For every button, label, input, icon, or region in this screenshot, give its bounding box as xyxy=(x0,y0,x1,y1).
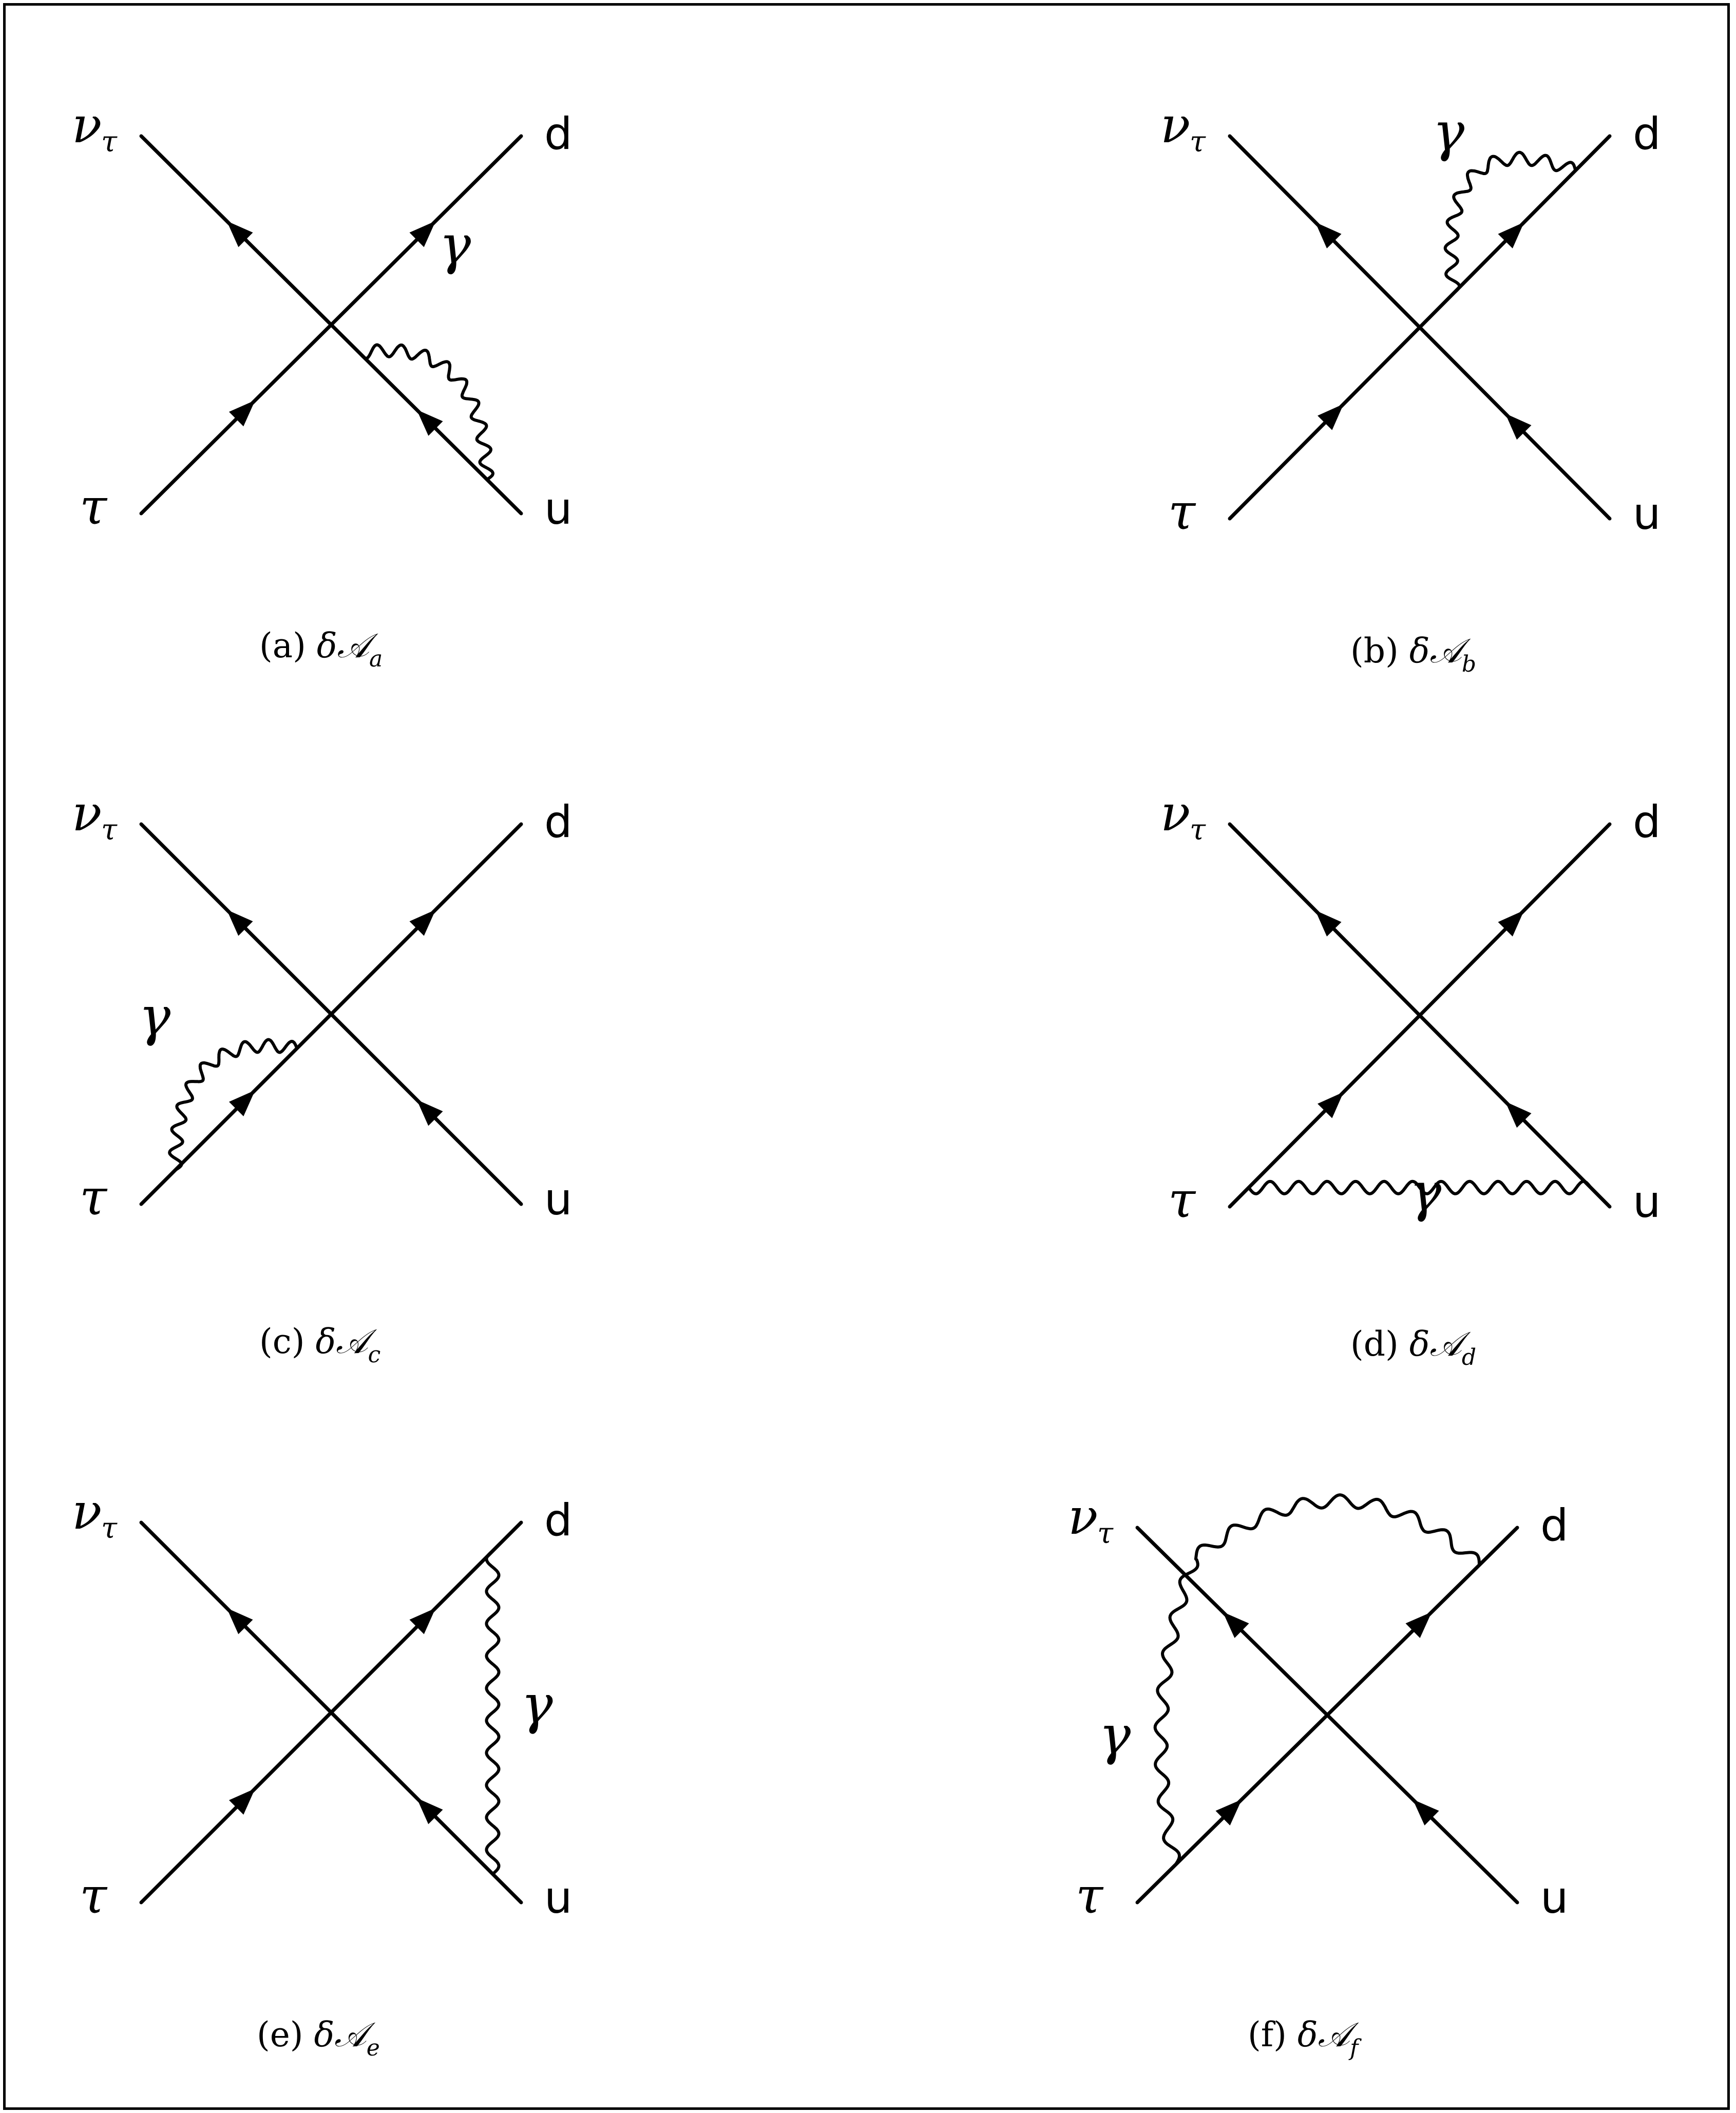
fermion-arrow xyxy=(226,221,253,248)
d-quark-label: d xyxy=(1633,796,1661,848)
fermion-arrow xyxy=(1315,910,1342,937)
d-quark-label: d xyxy=(1633,108,1661,160)
u-quark-label: u xyxy=(1633,1176,1661,1228)
figure-frame xyxy=(3,3,1730,2110)
fermion-arrow xyxy=(1317,1092,1344,1118)
photon-line xyxy=(358,343,494,481)
fermion-arrow xyxy=(228,1090,255,1117)
gamma-label: γ xyxy=(521,1673,554,1736)
caption-a: (a) δ𝒜a xyxy=(259,626,383,672)
fermion-arrow xyxy=(1223,1612,1249,1638)
gamma-label: γ xyxy=(139,985,171,1048)
tau-label: τ xyxy=(1168,483,1196,541)
nu-tau-subscript: τ xyxy=(101,125,118,159)
fermion-arrow xyxy=(228,1788,255,1815)
d-quark-label: d xyxy=(544,796,573,848)
d-quark-label: d xyxy=(544,1495,573,1546)
caption-e: (e) δ𝒜e xyxy=(257,2015,380,2061)
nu-tau-subscript: τ xyxy=(1097,1517,1114,1550)
fermion-arrow xyxy=(409,909,436,936)
tau-label: τ xyxy=(80,1867,108,1925)
nu-to-u-line xyxy=(1228,822,1612,1209)
caption-d: (d) δ𝒜d xyxy=(1350,1324,1476,1370)
fermion-arrow xyxy=(1215,1799,1242,1825)
u-quark-label: u xyxy=(1540,1872,1569,1924)
fermion-arrow xyxy=(1315,222,1342,249)
u-quark-label: u xyxy=(544,1872,573,1924)
u-quark-label: u xyxy=(544,483,573,535)
fermion-arrow xyxy=(1413,1799,1439,1825)
fermion-arrow xyxy=(1498,222,1524,249)
nu-to-u-line xyxy=(139,134,523,516)
fermion-arrow xyxy=(1317,404,1344,430)
fermion-arrow xyxy=(416,1798,443,1824)
photon-line xyxy=(1153,1493,1481,1866)
nu-tau-subscript: τ xyxy=(1190,813,1206,847)
caption-c: (c) δ𝒜c xyxy=(259,1322,380,1368)
caption-f: (f) δ𝒜f xyxy=(1248,2015,1362,2061)
gamma-label: γ xyxy=(1409,1161,1442,1224)
fermion-arrow xyxy=(416,1099,443,1126)
gamma-label: γ xyxy=(1433,101,1465,163)
fermion-arrow xyxy=(409,221,436,248)
fermion-arrow xyxy=(1498,910,1524,937)
tau-label: τ xyxy=(80,1169,108,1226)
nu-tau-subscript: τ xyxy=(101,1512,118,1545)
fermion-arrow xyxy=(226,1608,253,1634)
tau-label: τ xyxy=(1168,1171,1196,1229)
tau-label: τ xyxy=(80,478,108,536)
nu-tau-subscript: τ xyxy=(101,813,118,847)
nu-tau-label: ν xyxy=(72,97,102,154)
gamma-label: γ xyxy=(439,214,471,276)
nu-to-u-line xyxy=(139,1520,523,1905)
tau-label: τ xyxy=(1076,1867,1104,1925)
nu-to-u-line xyxy=(1135,1526,1519,1905)
d-quark-label: d xyxy=(1540,1500,1569,1551)
d-quark-label: d xyxy=(544,108,573,160)
nu-tau-label: ν xyxy=(1068,1488,1098,1546)
caption-b: (b) δ𝒜b xyxy=(1350,631,1476,677)
gamma-label: γ xyxy=(1099,1704,1131,1766)
fermion-arrow xyxy=(1505,1101,1532,1128)
fermion-arrow xyxy=(416,409,443,436)
nu-tau-label: ν xyxy=(1160,97,1190,154)
fermion-arrow xyxy=(228,400,255,427)
photon-line xyxy=(485,1550,501,1875)
fermion-arrow xyxy=(409,1608,436,1634)
u-quark-label: u xyxy=(1633,488,1661,540)
photon-line xyxy=(1247,1179,1592,1195)
photon-line xyxy=(1443,150,1577,294)
nu-tau-label: ν xyxy=(72,1483,102,1540)
nu-to-u-line xyxy=(1228,134,1612,521)
nu-tau-subscript: τ xyxy=(1190,125,1206,159)
nu-tau-label: ν xyxy=(1160,785,1190,842)
u-quark-label: u xyxy=(544,1174,573,1225)
nu-tau-label: ν xyxy=(72,785,102,842)
nu-to-u-line xyxy=(139,822,523,1206)
fermion-arrow xyxy=(1505,413,1532,440)
fermion-arrow xyxy=(1405,1612,1432,1638)
photon-line xyxy=(168,1038,299,1171)
fermion-arrow xyxy=(226,909,253,936)
